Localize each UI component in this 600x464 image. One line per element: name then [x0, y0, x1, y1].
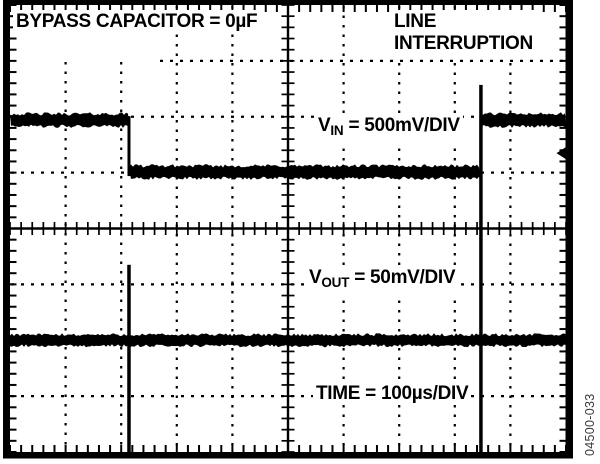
annotation-line-interruption-line1: LINE	[394, 11, 437, 32]
figure-number: 04500-033	[583, 394, 597, 456]
vout-scale-label: VOUT = 50mV/DIV	[306, 266, 459, 294]
vin-scale-label: VIN = 500mV/DIV	[315, 114, 463, 142]
annotation-bypass-capacitor: BYPASS CAPACITOR = 0µF	[13, 10, 261, 33]
vout-scale-text: = 50mV/DIV	[349, 267, 456, 288]
vout-trace	[10, 84, 566, 453]
vin-subscript: IN	[330, 123, 344, 138]
vin-scale-text: = 500mV/DIV	[343, 115, 460, 136]
annotation-line-interruption: LINE INTERRUPTION	[391, 10, 536, 56]
time-scale-label: TIME = 100µs/DIV	[313, 382, 472, 405]
vout-symbol: V	[309, 267, 322, 288]
graticule-frame	[3, 0, 573, 459]
vout-subscript: OUT	[321, 275, 350, 290]
trigger-arrow-icon	[556, 146, 573, 160]
vin-symbol: V	[318, 115, 331, 136]
annotation-line-interruption-line2: INTERRUPTION	[394, 33, 533, 54]
graticule-center-axes	[9, 4, 567, 453]
